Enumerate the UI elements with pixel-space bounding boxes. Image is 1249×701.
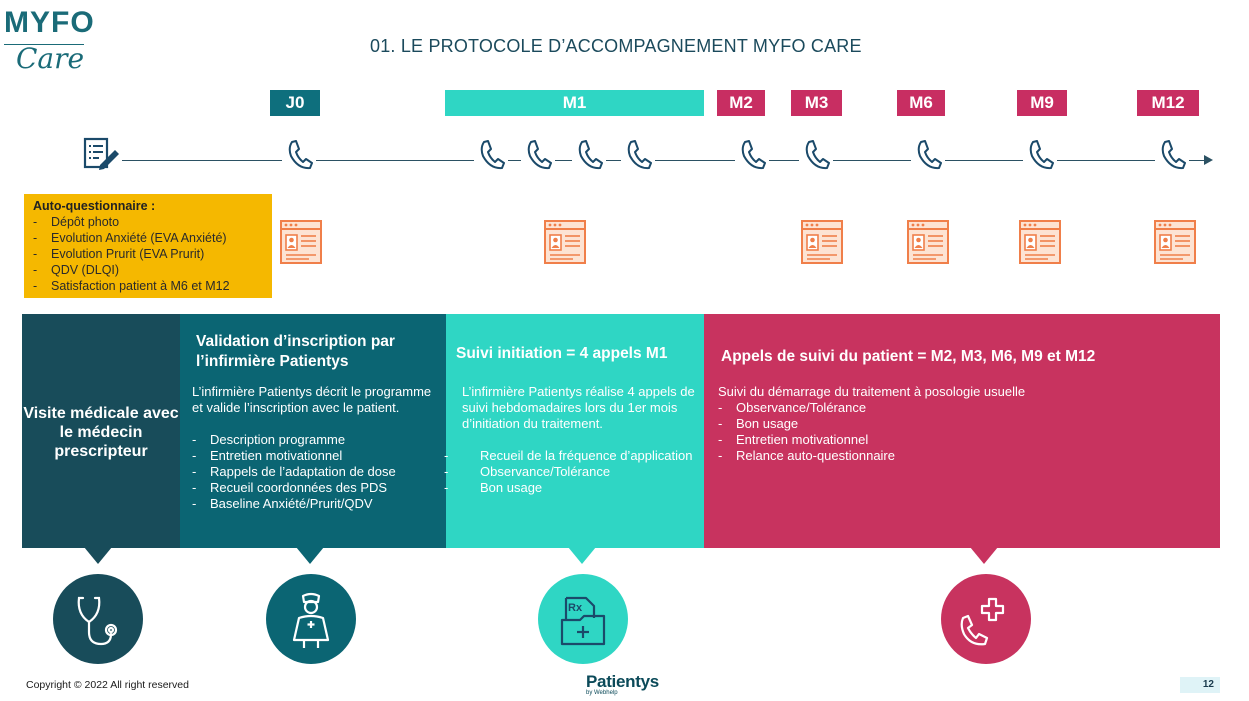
milestone-m9: M9 <box>1017 90 1067 116</box>
timeline-line <box>116 160 1206 161</box>
list-item: Evolution Prurit (EVA Prurit) <box>33 246 263 262</box>
milestone-m1: M1 <box>445 90 704 116</box>
list-item: Description programme <box>192 432 437 448</box>
stethoscope-icon <box>53 574 143 664</box>
panel-intro: L’infirmière Patientys décrit le program… <box>192 384 432 415</box>
phone-icon <box>474 136 508 176</box>
auto-questionnaire-list: Dépôt photo Evolution Anxiété (EVA Anxié… <box>33 214 263 294</box>
panel-heading: Suivi initiation = 4 appels M1 <box>456 345 668 362</box>
panel-body: L’infirmière Patientys réalise 4 appels … <box>462 384 698 496</box>
pointer-validation <box>296 547 324 564</box>
panel-body: Suivi du démarrage du traitement à posol… <box>718 384 1208 464</box>
myfo-care-logo: MYFO Care <box>4 6 94 78</box>
patient-file-icon <box>279 218 323 266</box>
list-item: QDV (DLQI) <box>33 262 263 278</box>
milestone-m6: M6 <box>897 90 945 116</box>
patient-file-icon <box>543 218 587 266</box>
list-item: Dépôt photo <box>33 214 263 230</box>
milestone-m2: M2 <box>717 90 765 116</box>
edit-form-icon <box>82 137 122 173</box>
logo-rule <box>4 44 84 45</box>
timeline-arrowhead <box>1204 155 1213 165</box>
milestone-m12: M12 <box>1137 90 1199 116</box>
page-title: 01. LE PROTOCOLE D’ACCOMPAGNEMENT MYFO C… <box>370 36 862 56</box>
panel-suivi-initiation: Suivi initiation = 4 appels M1 L’infirmi… <box>446 314 704 548</box>
list-item: Bon usage <box>462 480 698 496</box>
panel-heading: Validation d’inscription par l’infirmièr… <box>196 333 395 370</box>
panel-validation-inscription: Validation d’inscription par l’infirmièr… <box>180 314 446 548</box>
logo-line2: Care <box>16 42 85 75</box>
medical-call-icon <box>941 574 1031 664</box>
phone-icon <box>1023 136 1057 176</box>
phone-icon <box>1155 136 1189 176</box>
list-item: Observance/Tolérance <box>718 400 1208 416</box>
auto-questionnaire-heading: Auto-questionnaire : <box>33 199 156 213</box>
patient-file-icon <box>1153 218 1197 266</box>
panel-visite-medicale: Visite médicale avec le médecin prescrip… <box>22 314 180 548</box>
svg-text:Rx: Rx <box>568 602 583 614</box>
list-item: Observance/Tolérance <box>462 464 698 480</box>
pointer-appels <box>970 547 998 564</box>
patient-file-icon <box>1018 218 1062 266</box>
panel-list: Observance/Tolérance Bon usage Entretien… <box>718 400 1208 464</box>
phone-icon <box>911 136 945 176</box>
auto-questionnaire-box: Auto-questionnaire : Dépôt photo Evoluti… <box>24 194 272 298</box>
list-item: Bon usage <box>718 416 1208 432</box>
list-item: Recueil de la fréquence d’application <box>462 448 698 464</box>
patient-file-icon <box>906 218 950 266</box>
milestone-j0: J0 <box>270 90 320 116</box>
page-number: 12 <box>1180 677 1220 693</box>
patientys-logo: Patientys by Webhelp <box>586 672 659 696</box>
logo-line1: MYFO <box>4 6 95 39</box>
copyright-text: Copyright © 2022 All right reserved <box>26 679 189 691</box>
pointer-suivi <box>568 547 596 564</box>
list-item: Entretien motivationnel <box>192 448 437 464</box>
panel-body: L’infirmière Patientys décrit le program… <box>192 384 437 512</box>
panel-appels-suivi: Appels de suivi du patient = M2, M3, M6,… <box>704 314 1220 548</box>
list-item: Relance auto-questionnaire <box>718 448 1208 464</box>
panel-intro: L’infirmière Patientys réalise 4 appels … <box>462 384 695 431</box>
panel-list: Description programme Entretien motivati… <box>192 432 437 512</box>
phone-icon <box>735 136 769 176</box>
phone-icon <box>621 136 655 176</box>
panel-list: Recueil de la fréquence d’application Ob… <box>462 448 698 496</box>
phone-icon <box>572 136 606 176</box>
phone-icon <box>282 136 316 176</box>
prescription-folder-icon: Rx <box>538 574 628 664</box>
list-item: Rappels de l’adaptation de dose <box>192 464 437 480</box>
list-item: Baseline Anxiété/Prurit/QDV <box>192 496 437 512</box>
pointer-visit <box>84 547 112 564</box>
panel-visite-label: Visite médicale avec le médecin prescrip… <box>23 405 179 460</box>
panel-intro: Suivi du démarrage du traitement à posol… <box>718 384 1026 399</box>
nurse-icon <box>266 574 356 664</box>
panel-heading: Appels de suivi du patient = M2, M3, M6,… <box>721 348 1096 365</box>
brand-name: Patientys <box>586 672 659 691</box>
patient-file-icon <box>800 218 844 266</box>
list-item: Satisfaction patient à M6 et M12 <box>33 278 263 294</box>
phone-icon <box>799 136 833 176</box>
list-item: Entretien motivationnel <box>718 432 1208 448</box>
list-item: Evolution Anxiété (EVA Anxiété) <box>33 230 263 246</box>
phone-icon <box>521 136 555 176</box>
milestone-m3: M3 <box>791 90 842 116</box>
brand-sub: by Webhelp <box>586 690 618 696</box>
list-item: Recueil coordonnées des PDS <box>192 480 437 496</box>
